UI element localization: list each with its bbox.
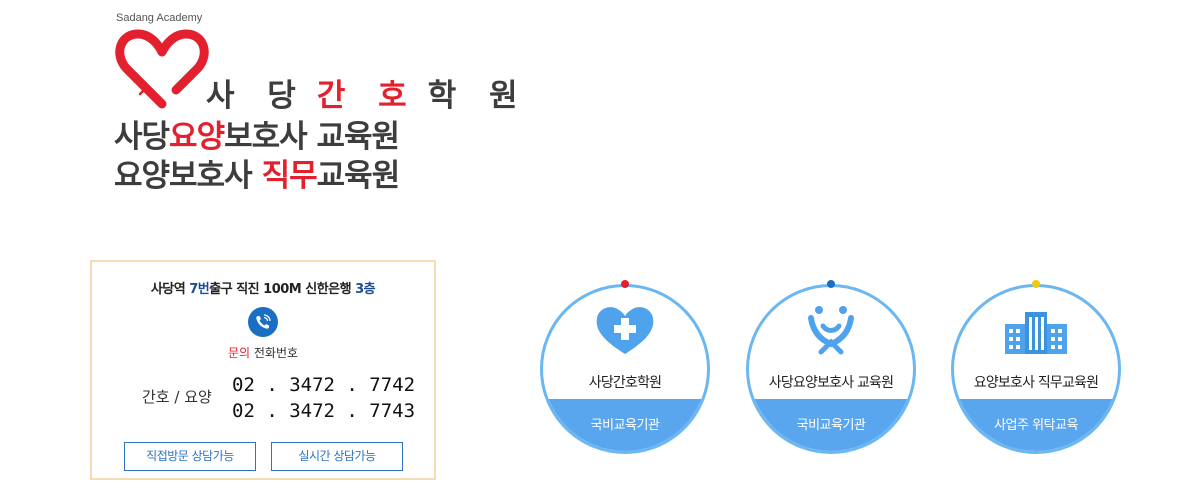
phone-icon [248, 307, 278, 337]
phone-number-1[interactable]: 02 . 3472 . 7742 [232, 374, 416, 396]
card-title: 사당간호학원 [588, 375, 662, 391]
card-ring [746, 284, 916, 454]
phone-category-label: 간호 / 요양 [142, 388, 212, 406]
phone-number-2[interactable]: 02 . 3472 . 7743 [232, 400, 416, 422]
card-caregiver-academy[interactable]: 사당요양보호사 교육원 국비교육기관 [746, 280, 916, 454]
logo-english-name: Sadang Academy [116, 12, 203, 24]
heart-logo-icon [115, 29, 209, 109]
inquiry-phone-word: 전화번호 [250, 346, 299, 360]
logo-text: 학 원 [427, 78, 529, 114]
address-exit-number: 7번 [189, 282, 210, 297]
card-band-label: 국비교육기관 [590, 418, 660, 433]
medical-heart-icon [596, 307, 654, 354]
logo-title-line2: 사당요양보호사 교육원 [114, 111, 400, 156]
card-band-label: 사업주 위탁교육 [994, 418, 1078, 433]
card-band [749, 399, 913, 451]
inquiry-label: 문의 전화번호 [92, 344, 434, 361]
address-part: 출구 직진 100M 신한은행 [209, 282, 356, 297]
contact-box: 사당역 7번출구 직진 100M 신한은행 3층 문의 전화번호 간호 / 요양… [90, 260, 436, 480]
logo-text: 사 당 [206, 78, 307, 114]
card-band [954, 399, 1118, 451]
address-floor: 3층 [355, 282, 376, 297]
card-band [543, 399, 707, 451]
card-title: 사당요양보호사 교육원 [768, 375, 894, 391]
card-nursing-academy[interactable]: 사당간호학원 국비교육기관 [540, 280, 710, 454]
care-ribbon-icon [808, 306, 854, 355]
inquiry-word: 문의 [227, 346, 251, 360]
card-ring [540, 284, 710, 454]
building-icon [1005, 312, 1067, 354]
logo-text: 보호사 교육원 [224, 119, 400, 155]
logo-text: 교육원 [316, 158, 401, 194]
logo-text-highlight: 간 호 [316, 78, 418, 114]
visit-consult-button[interactable]: 직접방문 상담가능 [124, 442, 256, 471]
logo-text-highlight: 직무 [261, 158, 318, 194]
card-band-label: 국비교육기관 [796, 418, 866, 433]
realtime-consult-button[interactable]: 실시간 상담가능 [271, 442, 403, 471]
card-job-training-center[interactable]: 요양보호사 직무교육원 사업주 위탁교육 [951, 280, 1121, 454]
logo-text: 요양보호사 [114, 158, 253, 194]
address-text: 사당역 7번출구 직진 100M 신한은행 3층 [92, 278, 434, 297]
logo-text: 사당 [114, 119, 170, 155]
card-dot-marker [1032, 280, 1040, 288]
address-part: 사당역 [150, 282, 190, 297]
card-title: 요양보호사 직무교육원 [973, 375, 1099, 391]
logo-text-highlight: 요양 [169, 119, 225, 155]
card-dot-marker [621, 280, 629, 288]
card-dot-marker [827, 280, 835, 288]
card-ring [951, 284, 1121, 454]
